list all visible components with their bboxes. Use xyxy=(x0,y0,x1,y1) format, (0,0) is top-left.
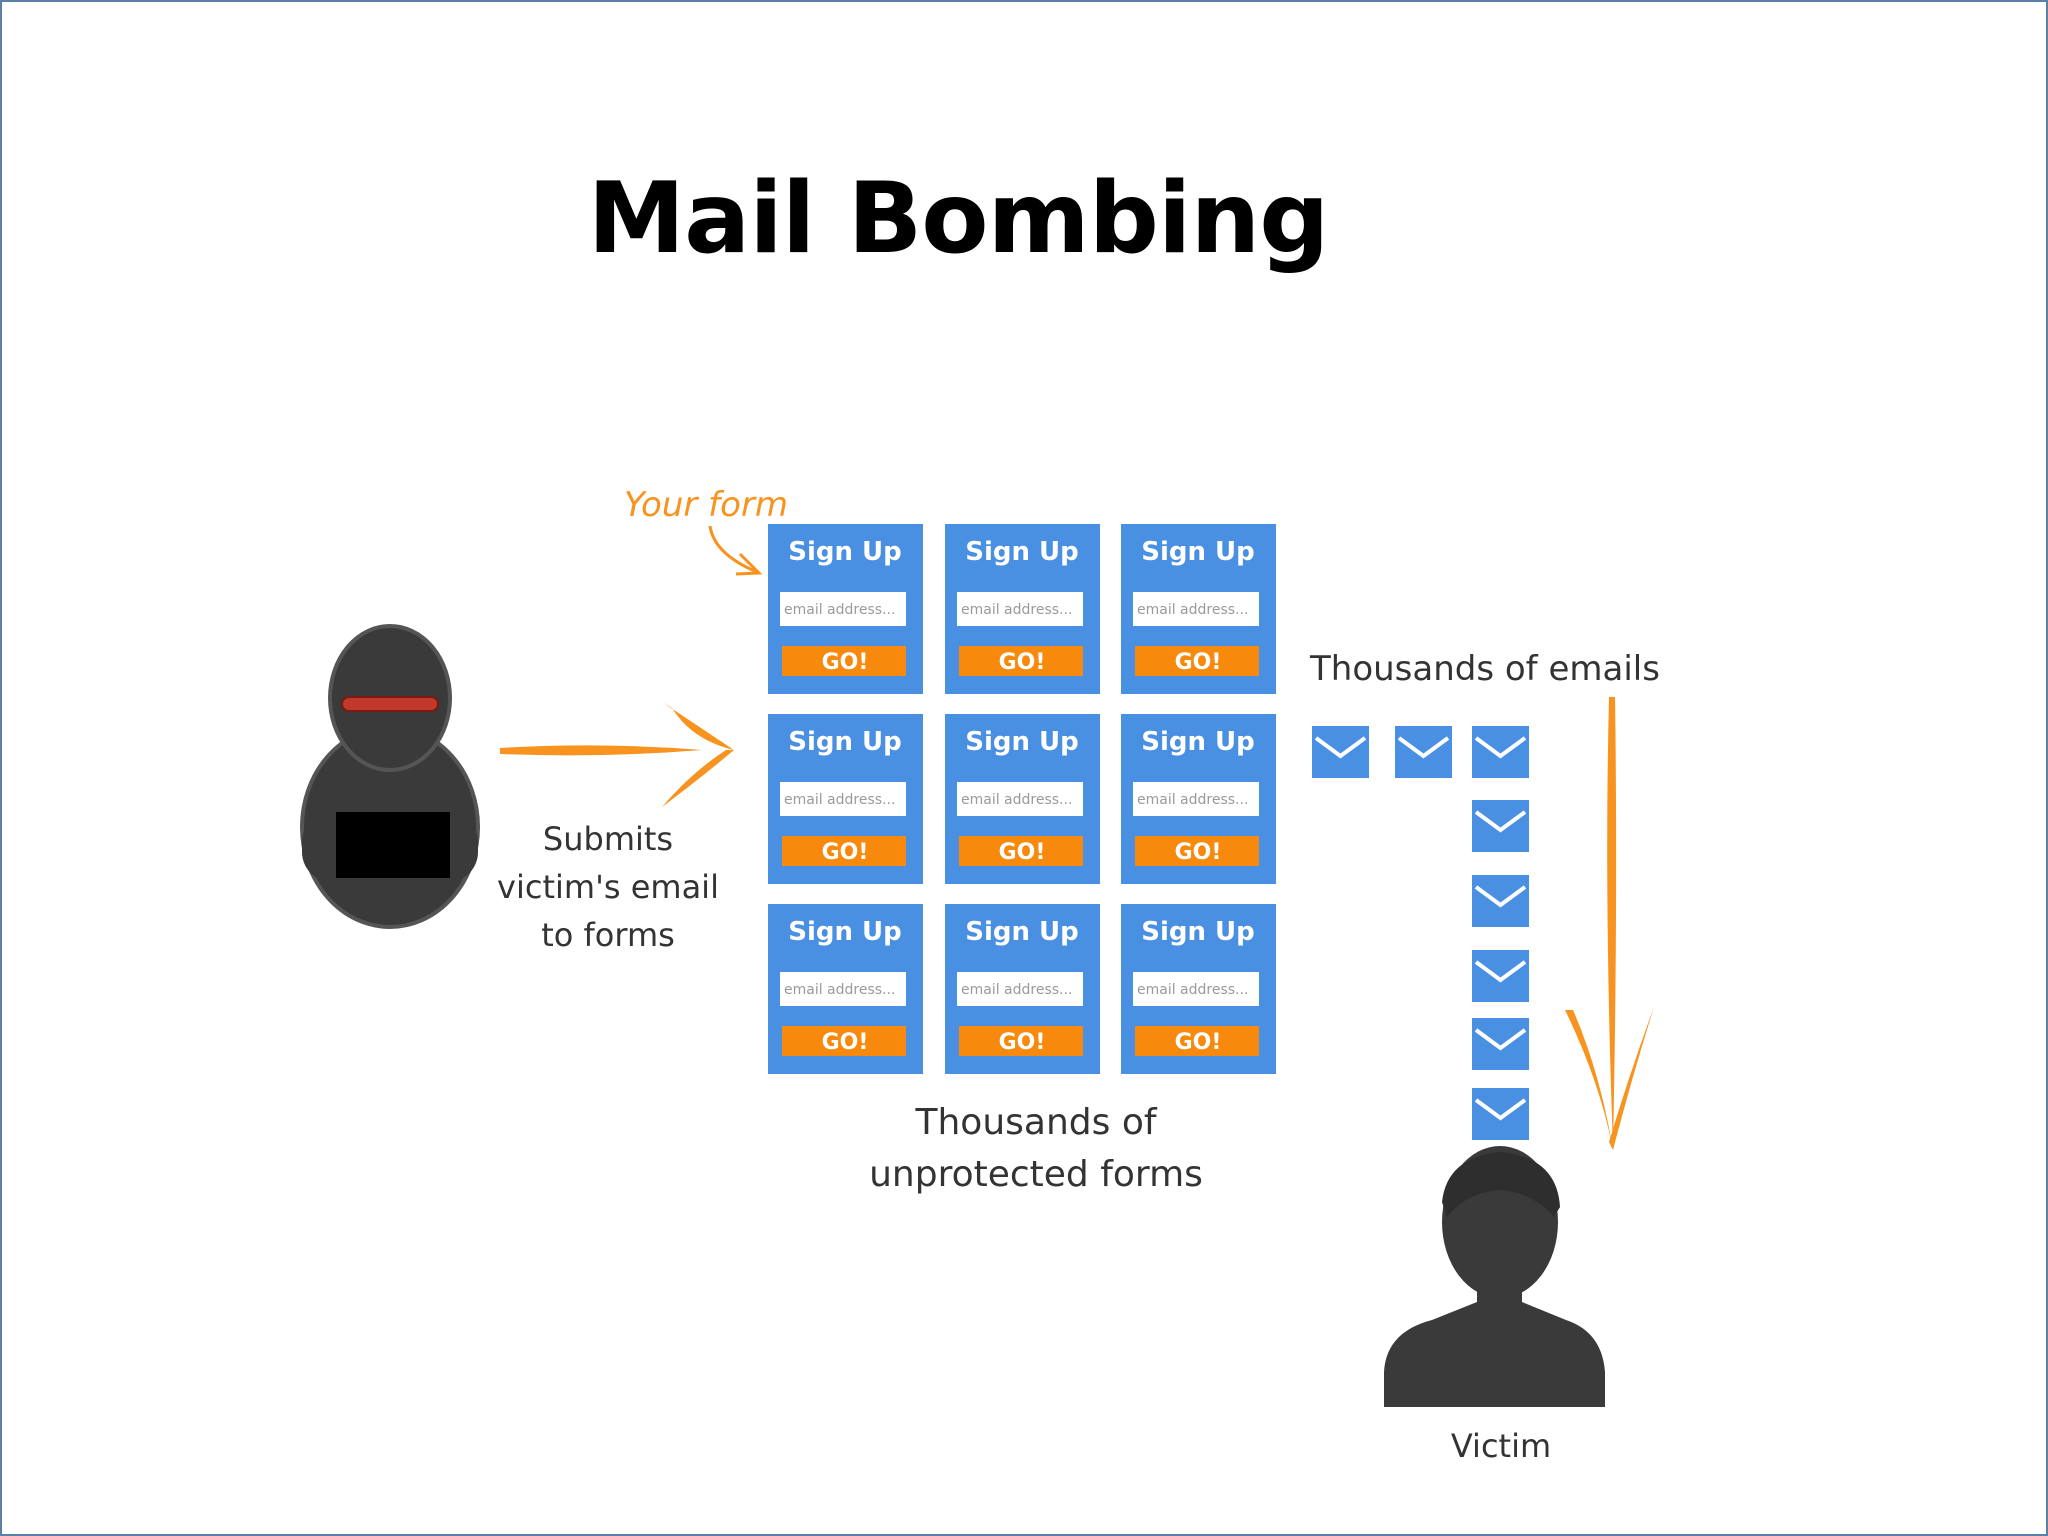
signup-form-6: Sign Up email address... GO! xyxy=(1121,714,1276,884)
your-form-arrow-icon xyxy=(708,525,758,574)
envelope-icon xyxy=(1472,1018,1529,1070)
signup-form-1: Sign Up email address... GO! xyxy=(768,524,923,694)
signup-form-title: Sign Up xyxy=(1141,537,1255,567)
go-button xyxy=(782,646,906,676)
email-placeholder: email address... xyxy=(784,602,895,618)
email-field xyxy=(957,592,1083,626)
email-placeholder: email address... xyxy=(1137,602,1248,618)
email-field xyxy=(780,592,906,626)
forms-grid: Sign Up email address... GO! Sign Up email a… xyxy=(768,524,1276,1074)
go-button-label: GO! xyxy=(1175,1030,1222,1055)
victim-label: Victim xyxy=(1451,1427,1551,1465)
go-button-label: GO! xyxy=(822,840,869,865)
go-button xyxy=(782,1026,906,1056)
go-button xyxy=(959,646,1083,676)
submits-label-line-1: Submits xyxy=(543,820,673,858)
signup-form-9: Sign Up email address... GO! xyxy=(1121,904,1276,1074)
submits-label-line-3: to forms xyxy=(541,916,675,954)
signup-form-title: Sign Up xyxy=(1141,917,1255,947)
signup-form-title: Sign Up xyxy=(965,537,1079,567)
envelope-icon xyxy=(1312,726,1369,778)
victim-icon xyxy=(1384,1146,1605,1407)
signup-form-7: Sign Up email address... GO! xyxy=(768,904,923,1074)
your-form-arrowhead-icon xyxy=(735,552,763,576)
go-button-label: GO! xyxy=(822,650,869,675)
signup-form-title: Sign Up xyxy=(1141,727,1255,757)
email-field xyxy=(1133,972,1259,1006)
signup-form-5: Sign Up email address... GO! xyxy=(945,714,1100,884)
envelopes-group xyxy=(1312,726,1529,1140)
email-placeholder: email address... xyxy=(961,792,1072,808)
email-field xyxy=(780,782,906,816)
go-button xyxy=(959,1026,1083,1056)
go-button-label: GO! xyxy=(1175,840,1222,865)
go-button-label: GO! xyxy=(999,1030,1046,1055)
go-button-label: GO! xyxy=(822,1030,869,1055)
signup-form-title: Sign Up xyxy=(965,917,1079,947)
email-placeholder: email address... xyxy=(784,982,895,998)
email-placeholder: email address... xyxy=(1137,792,1248,808)
signup-form-2: Sign Up email address... GO! xyxy=(945,524,1100,694)
email-placeholder: email address... xyxy=(784,792,895,808)
go-button xyxy=(959,836,1083,866)
signup-form-title: Sign Up xyxy=(788,727,902,757)
email-placeholder: email address... xyxy=(1137,982,1248,998)
envelope-icon xyxy=(1472,800,1529,852)
envelope-icon xyxy=(1472,1088,1529,1140)
email-field xyxy=(780,972,906,1006)
signup-form-title: Sign Up xyxy=(965,727,1079,757)
attacker-icon xyxy=(300,624,480,929)
emails-label: Thousands of emails xyxy=(1309,649,1660,689)
go-button-label: GO! xyxy=(1175,650,1222,675)
go-button xyxy=(1135,646,1259,676)
arrow-down-icon xyxy=(1565,697,1654,1150)
arrow-right-icon xyxy=(500,702,734,807)
email-placeholder: email address... xyxy=(961,982,1072,998)
signup-form-title: Sign Up xyxy=(788,917,902,947)
signup-form-title: Sign Up xyxy=(788,537,902,567)
signup-form-8: Sign Up email address... GO! xyxy=(945,904,1100,1074)
envelope-icon xyxy=(1472,950,1529,1002)
go-button-label: GO! xyxy=(999,650,1046,675)
signup-form-4: Sign Up email address... GO! xyxy=(768,714,923,884)
your-form-label: Your form xyxy=(624,485,788,525)
email-field xyxy=(1133,782,1259,816)
go-button-label: GO! xyxy=(999,840,1046,865)
envelope-icon xyxy=(1472,726,1529,778)
go-button xyxy=(1135,1026,1259,1056)
go-button xyxy=(1135,836,1259,866)
email-field xyxy=(957,972,1083,1006)
go-button xyxy=(782,836,906,866)
slide-title: Mail Bombing xyxy=(587,162,1330,276)
envelope-icon xyxy=(1395,726,1452,778)
email-field xyxy=(1133,592,1259,626)
envelope-icon xyxy=(1472,875,1529,927)
forms-label-line-1: Thousands of xyxy=(914,1102,1157,1143)
email-field xyxy=(957,782,1083,816)
email-placeholder: email address... xyxy=(961,602,1072,618)
forms-label-line-2: unprotected forms xyxy=(869,1154,1203,1195)
signup-form-3: Sign Up email address... GO! xyxy=(1121,524,1276,694)
submits-label-line-2: victim's email xyxy=(497,868,719,906)
